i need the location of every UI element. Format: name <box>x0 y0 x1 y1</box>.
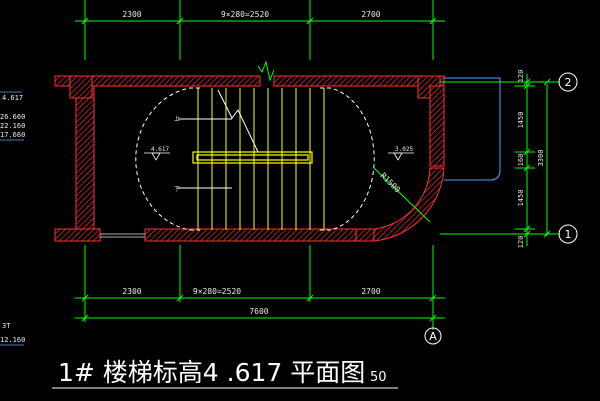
drawing-title: 1# 楼梯标高4 .617 平面图 50 <box>58 358 387 387</box>
side-level-5: 3T <box>2 322 11 330</box>
direction-lines <box>178 89 259 189</box>
radius-annotation: R1500 <box>373 167 431 223</box>
dim-right-1450-bottom: 1450 <box>517 190 525 207</box>
stair-treads <box>197 88 325 230</box>
right-dimension-chain <box>440 74 560 246</box>
dim-right-1450-top: 1450 <box>517 112 525 129</box>
step-up-label: 上 <box>174 115 180 123</box>
dim-top-right: 2700 <box>361 10 380 19</box>
dim-bottom-left: 2300 <box>122 287 141 296</box>
radius-label: R1500 <box>379 171 403 195</box>
wall-break-mark <box>257 60 275 82</box>
wall-outlines <box>100 233 145 238</box>
axis-1-label: 1 <box>565 228 572 241</box>
step-down-label: 下 <box>174 186 180 193</box>
left-side-levels: 4.617 26.660 22.160 17.660 3T 12.160 <box>0 91 25 346</box>
handrail <box>192 151 313 164</box>
stair-well-dashed-outline <box>135 87 375 231</box>
dim-bottom-right: 2700 <box>361 287 380 296</box>
level-marker-left: 4.617 <box>144 146 170 161</box>
side-level-2: 26.660 <box>0 113 25 121</box>
door-outline <box>444 77 501 181</box>
dim-bottom-mid: 9×280=2520 <box>193 287 241 296</box>
side-level-6: 12.160 <box>0 336 25 344</box>
top-dimension-chain <box>75 0 445 60</box>
dim-right-total: 3300 <box>537 150 545 167</box>
dim-bottom-total: 7600 <box>249 307 268 316</box>
dim-right-160: 160 <box>517 154 525 167</box>
title-main: 1# 楼梯标高4 .617 平面图 <box>58 358 365 387</box>
side-level-4: 17.660 <box>0 131 25 139</box>
axis-line-a: A <box>424 327 442 345</box>
dim-right-120-bottom: 120 <box>517 236 525 249</box>
title-scale: 50 <box>370 370 387 385</box>
side-level-3: 22.160 <box>0 122 25 130</box>
level-marker-right: 3.025 <box>388 146 414 161</box>
axis-2-label: 2 <box>565 76 572 89</box>
walls <box>54 75 445 242</box>
dim-top-mid: 9×280=2520 <box>221 10 269 19</box>
axis-line-1: 1 <box>547 224 578 244</box>
bottom-dimension-chain <box>75 245 445 330</box>
side-level-1: 4.617 <box>2 94 23 102</box>
axis-a-label: A <box>429 330 437 343</box>
dim-right-120-top: 120 <box>517 70 525 83</box>
axis-line-2: 2 <box>547 72 578 92</box>
level-left-value: 4.617 <box>151 146 169 153</box>
dim-top-left: 2300 <box>122 10 141 19</box>
level-right-value: 3.025 <box>395 146 413 153</box>
